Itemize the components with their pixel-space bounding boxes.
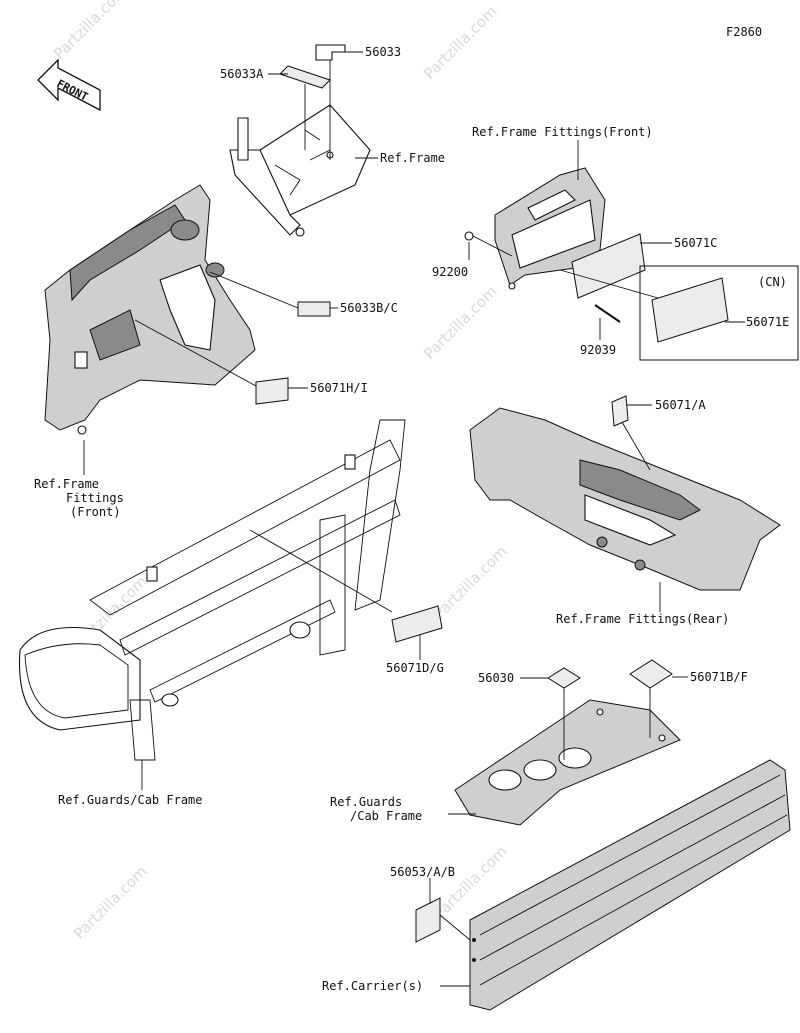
watermark: Partzilla.com (50, 0, 131, 63)
leader-line (439, 914, 471, 941)
label-56071DG-shape (391, 605, 443, 643)
front-arrow-icon: FRONT (37, 58, 101, 112)
part-number-92039: 92039 (580, 343, 616, 357)
part-number-92200: 92200 (432, 265, 468, 279)
label-56071A-shape (611, 395, 629, 427)
label-56071E-shape (651, 277, 729, 343)
front-fittings-panel-part (44, 184, 256, 435)
figure-code: F2860 (726, 25, 762, 39)
label-56033BC-shape (297, 301, 331, 317)
part-number-56030: 56030 (478, 671, 514, 685)
label-56071BF-shape (629, 659, 673, 689)
label-56071HI-shape (255, 377, 289, 405)
part-number-56053AB: 56053/A/B (390, 865, 455, 879)
ref-fittings-front-top-label: Ref.Frame Fittings(Front) (472, 125, 653, 139)
ref-frame-label: Ref.Frame (380, 151, 445, 165)
label-56033-shape (315, 44, 346, 61)
part-number-56071C: 56071C (674, 236, 717, 250)
ref-guards-line2: /Cab Frame (350, 809, 422, 823)
ref-fittings-rear-label: Ref.Frame Fittings(Rear) (556, 612, 729, 626)
bolt-92200-icon (464, 231, 474, 241)
label-56033A-shape (279, 65, 331, 89)
ref-guards-cab-frame-label: Ref.Guards/Cab Frame (58, 793, 203, 807)
rear-fittings-part (469, 407, 781, 591)
ref-fittings-front-line3: (Front) (70, 505, 121, 519)
leader-line (134, 319, 257, 387)
carrier-panel-part (469, 759, 791, 1011)
leader-line (249, 529, 393, 613)
leader-line (621, 421, 651, 471)
leader-line (209, 271, 299, 309)
glovebox-part (494, 167, 606, 290)
screw-92039-icon (594, 304, 621, 323)
frame-bracket-part (229, 104, 371, 237)
watermark: Partzilla.com (420, 282, 501, 363)
part-number-56033A: 56033A (220, 67, 264, 81)
part-number-56071HI: 56071H/I (310, 381, 368, 395)
label-56030-shape (547, 667, 581, 689)
part-number-56071DG: 56071D/G (386, 661, 444, 675)
part-number-56071BF: 56071B/F (690, 670, 748, 684)
part-number-56033BC: 56033B/C (340, 301, 398, 315)
label-56071C-shape (571, 233, 646, 299)
cn-label: (CN) (758, 275, 787, 289)
part-number-56071A: 56071/A (655, 398, 706, 412)
ref-fittings-front-line1: Ref.Frame (34, 477, 99, 491)
watermark: Partzilla.com (70, 862, 151, 943)
watermark: Partzilla.com (420, 2, 501, 83)
watermark: Partzilla.com (430, 542, 511, 623)
cn-variant-box (639, 265, 799, 361)
guards-cab-frame-part (18, 419, 406, 761)
ref-carriers-label: Ref.Carrier(s) (322, 979, 423, 993)
part-number-56033: 56033 (365, 45, 401, 59)
floor-panel-part (454, 699, 681, 826)
label-56053AB-shape (415, 897, 441, 943)
part-number-56071E: 56071E (746, 315, 789, 329)
ref-guards-line1: Ref.Guards (330, 795, 402, 809)
leader-line (472, 235, 513, 257)
ref-fittings-front-line2: Fittings (66, 491, 124, 505)
leader-line (559, 269, 666, 301)
